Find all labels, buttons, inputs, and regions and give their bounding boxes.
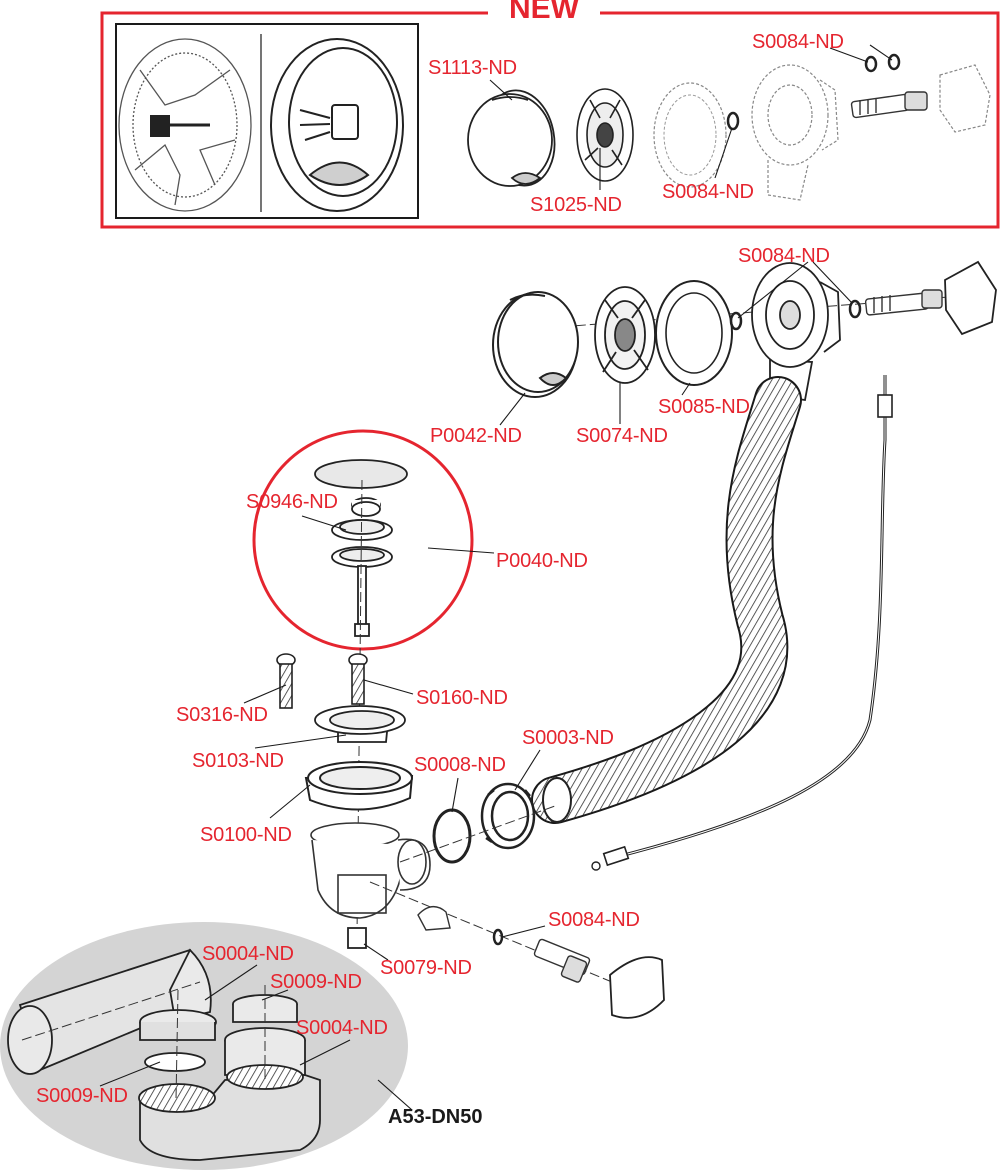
hose-nut-part [480, 782, 536, 850]
label-s0009-left: S0009-ND [36, 1085, 128, 1107]
label-s0003: S0003-ND [522, 727, 614, 749]
label-s0009-top: S0009-ND [270, 971, 362, 993]
label-s0100: S0100-ND [200, 824, 292, 846]
waste-body [310, 822, 431, 919]
dashed-plate [939, 64, 991, 133]
label-s0084-waste: S0084-ND [548, 909, 640, 931]
overflow-hose-ribs [533, 378, 800, 822]
lower-spindle [533, 938, 591, 983]
label-s0074: S0074-ND [576, 425, 668, 447]
label-p0042: P0042-ND [430, 425, 522, 447]
label-s0084-new-mid: S0084-ND [662, 181, 754, 203]
spindle-washer [848, 299, 862, 319]
waste-nut-part [347, 927, 367, 949]
label-s0160: S0160-ND [416, 687, 508, 709]
label-s0103: S0103-ND [192, 750, 284, 772]
overflow-plate [944, 260, 997, 336]
label-s0946: S0946-ND [246, 491, 338, 513]
cap-detail-right [270, 38, 404, 212]
label-p0040: P0040-ND [496, 550, 588, 572]
label-s0084-new-top: S0084-ND [752, 31, 844, 53]
new-small-seal [726, 111, 740, 131]
lower-o-ring [492, 928, 504, 946]
overflow-spindle [864, 289, 943, 316]
waste-flange-part [314, 705, 406, 743]
overflow-cap-part [492, 291, 579, 398]
overflow-seal-inner [665, 292, 723, 374]
kit-name-label: A53-DN50 [388, 1106, 483, 1128]
label-s0079: S0079-ND [380, 957, 472, 979]
a53-axis-2 [175, 989, 179, 1101]
hose-seal-part [432, 808, 472, 864]
label-s0084-overflow: S0084-ND [738, 245, 830, 267]
dashed-overflow-body [751, 64, 839, 201]
dashed-seal-ghost [653, 82, 727, 188]
dashed-seal-ghost-inner [663, 94, 717, 176]
lower-plate [609, 956, 665, 1019]
leader-lines [99, 261, 853, 1111]
plug-detail-circle [252, 429, 474, 651]
rosette-detail-left [118, 38, 252, 212]
new-washer-1 [864, 55, 878, 73]
label-s0004-left: S0004-ND [202, 943, 294, 965]
label-s0004-right: S0004-ND [296, 1017, 388, 1039]
overflow-rosette-part [594, 286, 656, 384]
plug-parts [314, 459, 408, 637]
new-cap-part [467, 89, 556, 187]
hose-end-cuff [542, 777, 572, 823]
overflow-o-ring [729, 311, 743, 331]
lower-lever [417, 906, 451, 931]
label-s0008: S0008-ND [414, 754, 506, 776]
waste-seal-part [304, 761, 414, 811]
label-s0085: S0085-ND [658, 396, 750, 418]
overflow-body [751, 262, 841, 402]
bowden-cable [591, 375, 893, 871]
label-s0316: S0316-ND [176, 704, 268, 726]
new-leaders [489, 44, 893, 190]
new-washer-2 [887, 53, 901, 71]
screws [276, 653, 368, 709]
a53-axis-1 [21, 981, 201, 1041]
label-s1025: S1025-ND [530, 194, 622, 216]
new-badge: NEW [488, 0, 600, 24]
label-s1113: S1113-ND [428, 57, 517, 79]
new-rosette-part [576, 88, 634, 182]
new-spindle [850, 91, 928, 119]
